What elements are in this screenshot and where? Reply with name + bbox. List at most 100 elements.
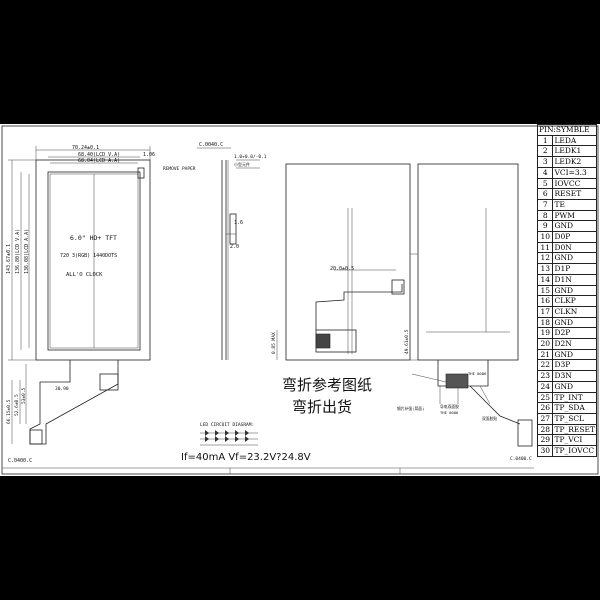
label-conductive2: THE 0086 [440, 410, 459, 415]
pin-symbol: D2N [552, 338, 597, 350]
pin-symbol: IOVCC [552, 177, 597, 190]
side-dim-mid: 2.0 [230, 244, 239, 250]
led-circuit-diagram [200, 430, 258, 446]
side-dim-label-small: 小型元件 [234, 161, 250, 167]
bend-title-line1: 弯折参考图纸 [282, 376, 372, 394]
pin-symbol: RESET [552, 188, 597, 200]
front-view [8, 146, 258, 446]
side-view [197, 147, 260, 360]
label-conductive: 导电双面胶 [440, 404, 459, 409]
pin-number: 22 [536, 359, 554, 372]
dim-bottom: C.0400.C [8, 458, 32, 464]
front-fpc-outline [29, 360, 119, 445]
dim-top-outer: 70.24±0.1 [72, 145, 99, 151]
pin-symbol: LEDK1 [552, 145, 597, 158]
dim-fpc-height: 66.15±0.5 [6, 399, 12, 424]
bend-dim-max: 0.85 MAX [271, 332, 277, 354]
pin-symbol: GND [552, 252, 597, 265]
pin-symbol: GND [552, 348, 597, 361]
pin-number: 11 [536, 241, 554, 254]
pin-number: 15 [536, 284, 554, 297]
dim-left-outer: 143.67±0.1 [6, 244, 12, 274]
pin-number: 21 [536, 348, 554, 361]
dim-top-va: 68.40(LCD V.A) [78, 152, 120, 158]
front-fpc-connector [29, 429, 43, 445]
pin-number: 10 [536, 231, 554, 243]
bend-dim-connector: THE 0086 [468, 371, 487, 376]
display-title: 6.0" HD+ TFT [70, 234, 117, 242]
pin-number: 17 [536, 305, 554, 318]
pin-number: 3 [536, 156, 554, 168]
pin-number: 2 [536, 145, 554, 158]
pin-number: 30 [536, 445, 554, 457]
pin-symbol: VCI=3.3 [552, 166, 597, 179]
dim-fpc-width: 30.90 [55, 386, 69, 392]
pin-number: 23 [536, 370, 554, 382]
pin-symbol: TP_SCL [552, 412, 597, 425]
pin-number: 5 [536, 177, 554, 190]
bend-view-right [410, 163, 533, 447]
dim-top-right: 1.06 [143, 152, 155, 158]
pin-number: 27 [536, 412, 554, 425]
pin-symbol: D2P [552, 327, 597, 340]
pin-symbol: LEDK2 [552, 156, 597, 168]
bend-dim-bottom-right: C.0400.C [510, 456, 532, 462]
pin-symbol: TP_SDA [552, 402, 597, 414]
pin-number: 19 [536, 327, 554, 340]
pin-number: 28 [536, 423, 554, 436]
bend-dim-fpc: 20.0±0.5 [330, 266, 354, 272]
pin-number: 12 [536, 252, 554, 265]
side-dim-height: 1.6 [234, 220, 243, 226]
bend-dim-right: 49.61±0.5 [404, 329, 410, 354]
bend-right-panel [417, 163, 519, 361]
pin-number: 4 [536, 166, 554, 179]
bend-left-panel [285, 163, 411, 361]
drawing-sheet: 6.0" HD+ TFT 720 3(RGB) 1440DOTS ALL'O C… [0, 124, 600, 476]
label-double-tape: 双面胶贴 [482, 416, 497, 421]
pin-symbol: D0P [552, 231, 597, 243]
pin-symbol: D1N [552, 273, 597, 286]
front-active-area [47, 171, 141, 351]
front-glass-outline [35, 159, 151, 361]
sheet-border [1, 125, 599, 475]
pin-symbol: D1P [552, 263, 597, 275]
pin-symbol: D3N [552, 370, 597, 382]
pin-number: 8 [536, 209, 554, 222]
bend-title-line2: 弯折出货 [292, 398, 352, 416]
pin-number: 6 [536, 188, 554, 200]
pin-symbol: TP_IOVCC [552, 445, 597, 457]
pin-symbol: D3P [552, 359, 597, 372]
pin-symbol: TP_RESET [552, 423, 597, 436]
pin-symbol: CLKN [552, 305, 597, 318]
pin-symbol: CLKP [552, 295, 597, 307]
pin-symbol: TP_VCI [552, 434, 597, 447]
pin-symbol: GND [552, 380, 597, 393]
bend-view-left [276, 163, 411, 361]
pin-number: 25 [536, 391, 554, 404]
dim-left-aa: 136.08(LCD A.A) [24, 229, 30, 274]
